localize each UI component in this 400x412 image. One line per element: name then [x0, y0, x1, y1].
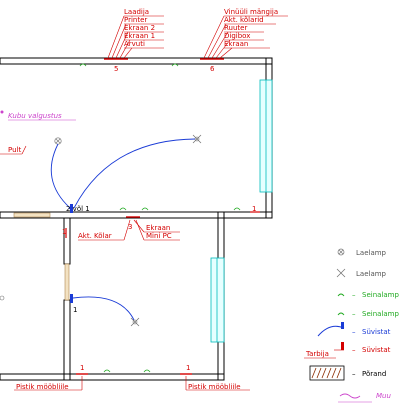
legend-muu: Muu: [376, 392, 391, 400]
group-number-5: 5: [114, 65, 118, 73]
label-akt-kolar: Akt. Kõlar: [78, 232, 112, 240]
legend-label-3: Seinalamp: [362, 291, 399, 299]
ceiling-lamp-1: [54, 137, 62, 145]
top-wall-sockets: [79, 63, 179, 67]
label-mini-pc: Mini PC: [146, 232, 172, 240]
partition-wall-upper: [63, 217, 71, 265]
num-1-right: 1: [252, 205, 256, 213]
legend-label-4: Seinalamp: [362, 310, 399, 318]
legend-muu-icon: [339, 393, 361, 399]
num-3: 3: [128, 223, 132, 231]
switch-num-1: 1: [73, 306, 77, 314]
legend-lamp-icon: [337, 248, 345, 256]
ceiling-lamp-edge: [0, 295, 5, 301]
legend-label-5: Süvistat: [362, 328, 391, 336]
legend-label-6: Süvistat: [362, 346, 391, 354]
legend-tarbija: Tarbija: [305, 350, 329, 358]
window-lower: [210, 257, 225, 343]
top-right-label-group: Vinüüli mängija Akt. kõlarid Ruuter Digi…: [200, 8, 288, 73]
wiring-lower: [72, 296, 135, 321]
socket-icon: [141, 207, 149, 211]
legend-label-7: Põrand: [362, 370, 386, 378]
bottom-wall: [0, 373, 225, 381]
label-ekraan2: Ekraan 2: [124, 24, 155, 32]
label-ekraan: Ekraan: [224, 40, 248, 48]
top-left-label-group: Laadija Printer Ekraan 2 Ekraan 1 Arvuti…: [104, 8, 164, 73]
legend-socket-2-icon: [337, 312, 345, 316]
pult-label: Pult: [8, 146, 21, 154]
walls: [0, 57, 273, 381]
wiring-upper: [50, 138, 196, 209]
middle-wall-sockets: [119, 207, 241, 211]
label-digibox: Digibox: [224, 32, 250, 40]
pistik-right: Pistik mööbliile: [188, 383, 241, 391]
legend-dash-6: –: [352, 346, 356, 354]
label-ekraan-mid: Ekraan: [146, 224, 170, 232]
legend-dash-5: –: [352, 328, 356, 336]
socket-icon: [119, 207, 127, 211]
group-number-6: 6: [210, 65, 215, 73]
door-opening: [13, 212, 51, 218]
legend-switch-line-icon: [317, 325, 345, 337]
num-1-door: 1: [62, 228, 66, 236]
socket-icon: [143, 369, 151, 373]
socket-icon: [171, 63, 179, 67]
partition-wall-lower: [63, 299, 71, 381]
switch-lower: [70, 294, 73, 303]
legend-label-1: Laelamp: [356, 249, 387, 257]
switch-label-2: 2 võl 1: [66, 205, 90, 213]
legend: Laelamp Laelamp – Seinalamp – Seinalamp …: [304, 248, 399, 403]
door-opening-vertical: [64, 263, 70, 301]
legend-dash-7: –: [352, 370, 356, 378]
switch-icon: [68, 204, 73, 213]
legend-socket-icon: [337, 293, 345, 297]
ceiling-lamp-x-2: [130, 317, 140, 327]
num-1-bottom-left: 1: [80, 364, 84, 372]
socket-icon: [103, 369, 111, 373]
label-laadija: Laadija: [124, 8, 149, 16]
light-label: Kubu valgustus: [8, 112, 62, 120]
num-1-bottom-right: 1: [186, 364, 190, 372]
light-marker: [0, 110, 4, 114]
bottom-wall-sockets: [103, 369, 151, 373]
legend-switch-red-icon: [341, 342, 344, 350]
socket-icon: [233, 207, 241, 211]
label-ekraan1: Ekraan 1: [124, 32, 155, 40]
label-arvuti: Arvuti: [124, 40, 145, 48]
label-printer: Printer: [124, 16, 147, 24]
pistik-left: Pistik mööbliile: [16, 383, 69, 391]
legend-floor-hatch-icon: [309, 365, 345, 381]
socket-icon: [79, 63, 87, 67]
label-ruuter: Ruuter: [224, 24, 247, 32]
legend-label-2: Laelamp: [356, 270, 387, 278]
label-akt-kolarid: Akt. kõlarid: [224, 16, 264, 24]
top-wall: [0, 57, 273, 65]
legend-dash-4: –: [352, 310, 356, 318]
legend-dash-3: –: [352, 291, 356, 299]
middle-wall: [0, 211, 273, 219]
label-vinuul: Vinüüli mängija: [224, 8, 278, 16]
windows: [210, 79, 273, 343]
